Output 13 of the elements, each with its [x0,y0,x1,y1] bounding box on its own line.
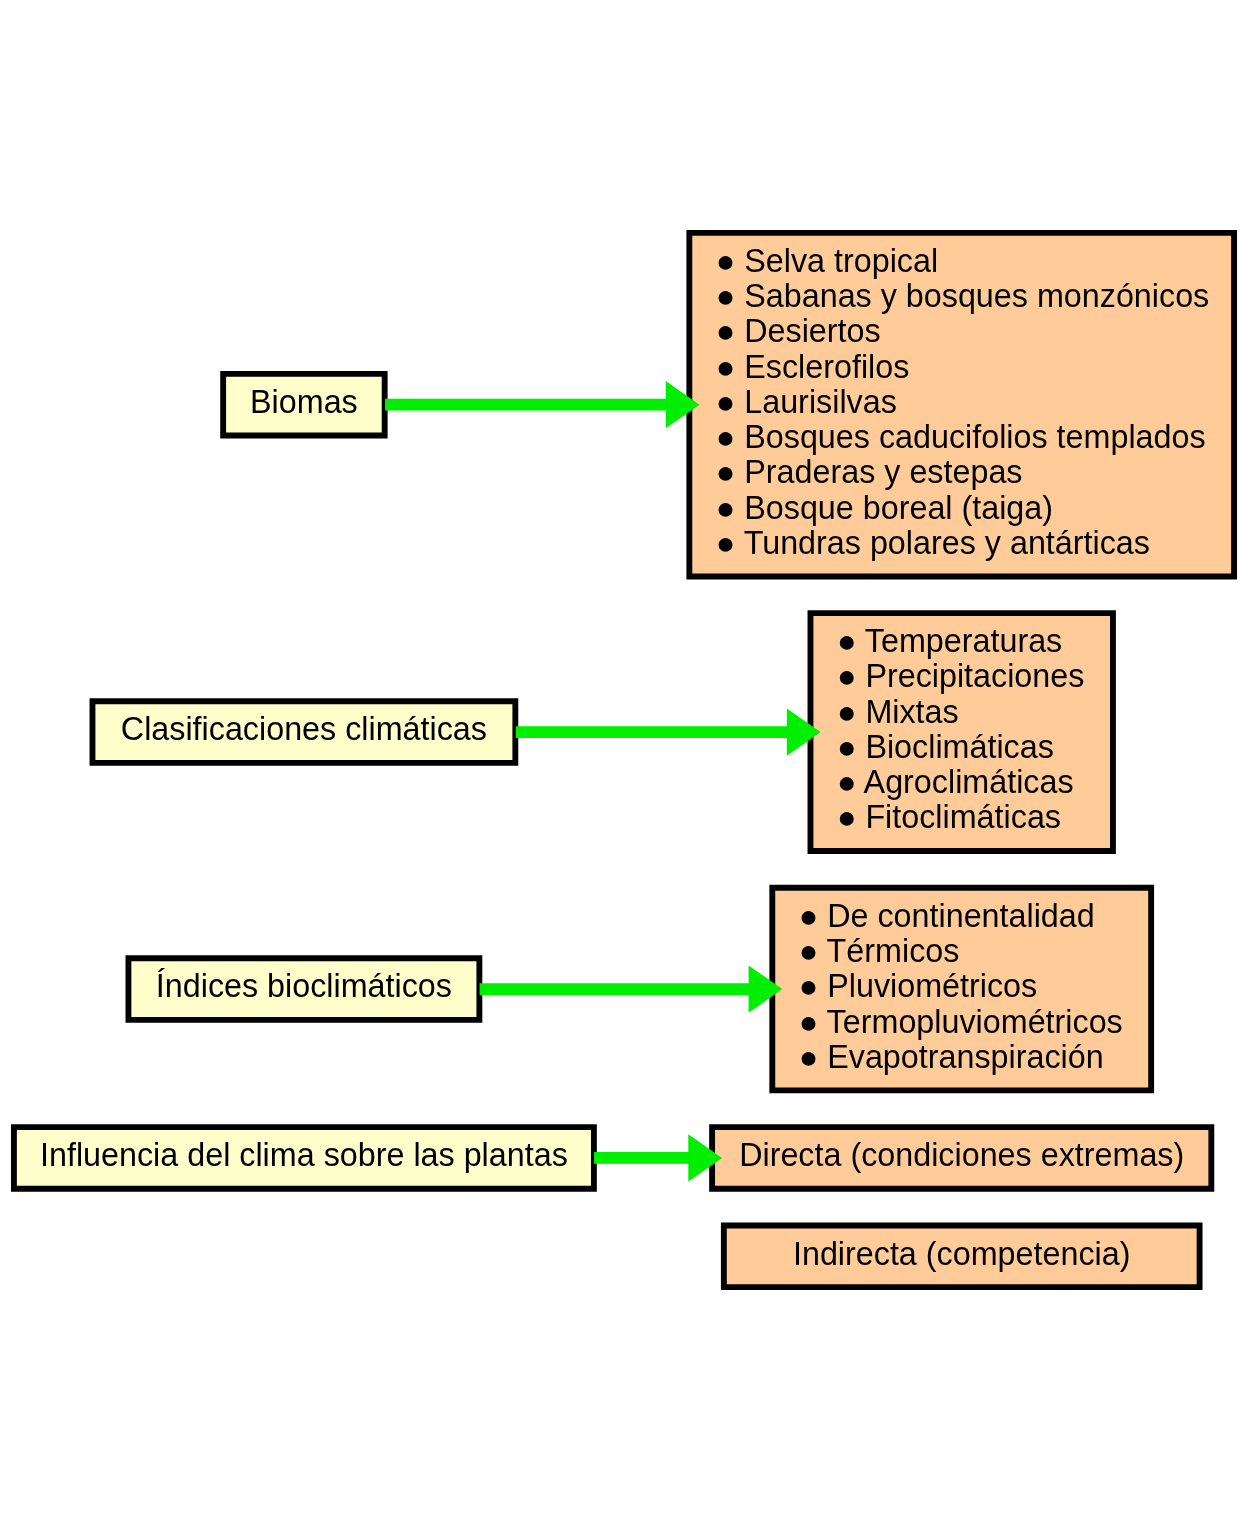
node-box: Influencia del clima sobre las plantas [10,1124,597,1192]
node-box: Indirecta (competencia) [720,1222,1203,1291]
node-box: ● De continentalidad ● Térmicos ● Pluviométricos ● Termopluviométricos ● Evapotranspiración [769,884,1155,1094]
node-box: Índices bioclimáticos [125,955,483,1023]
node-box: Clasificaciones climáticas [89,698,519,766]
arrow [515,708,821,756]
node-box: ● Temperaturas ● Precipitaciones ● Mixtas ● Bioclimáticas ● Agroclimáticas ● Fitoclimáticas [807,610,1116,854]
arrow [594,1134,723,1182]
node-box: Directa (condiciones extremas) [709,1124,1215,1192]
node-box: ● Selva tropical ● Sabanas y bosques monzónicos ● Desiertos ● Esclerofilos ● Laurisilvas ● Bosques caducifolios templados ● Praderas y estepas ● Bosque boreal (taiga) ● Tundras polares y antárticas [686,229,1238,580]
node-box: Biomas [220,370,388,439]
arrow [479,965,783,1013]
arrow [385,381,700,429]
